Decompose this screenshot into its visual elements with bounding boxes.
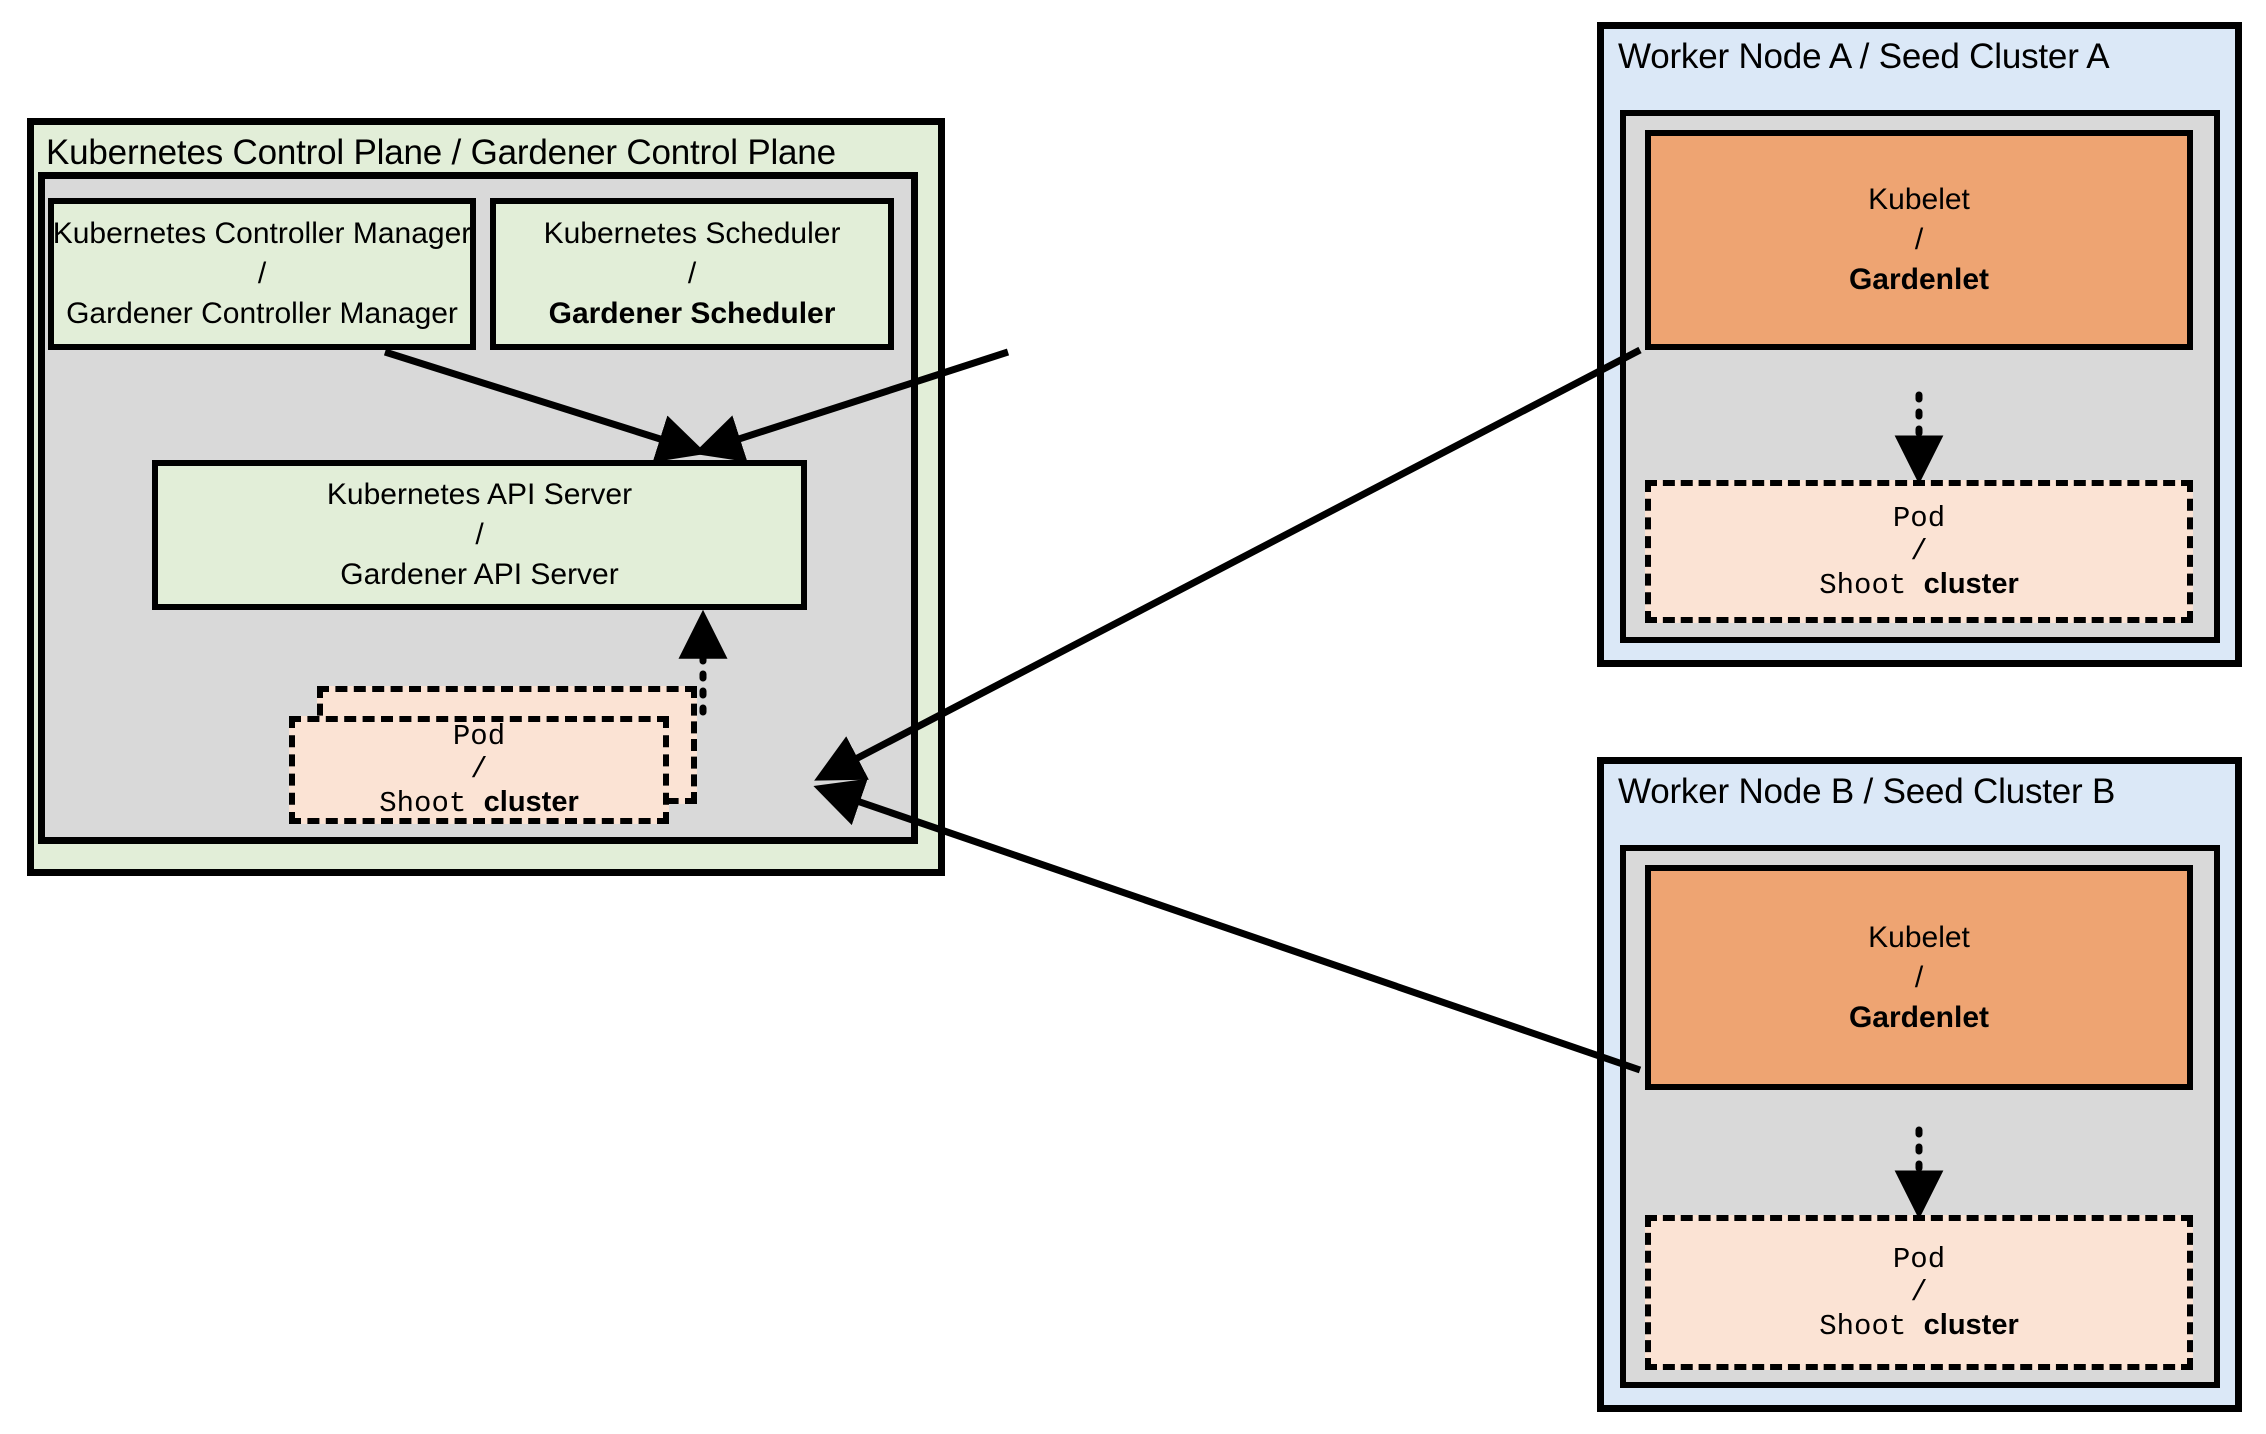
worker-node-a-pod-line1: Pod [1892, 501, 1946, 535]
controller-manager-separator: / [257, 257, 267, 290]
worker-node-b-kubelet-line1: Kubelet [1868, 920, 1970, 954]
scheduler-line1: Kubernetes Scheduler [543, 217, 841, 250]
worker-node-b-pod-box[interactable]: Pod / Shoot cluster [1645, 1215, 2193, 1370]
scheduler-separator: / [687, 257, 697, 290]
control-plane-pod-cluster-text: cluster [483, 786, 579, 818]
arrow-worker-node-b-gardenlet-to-api-server [813, 778, 1642, 1074]
controller-manager-line2: Gardener Controller Manager [66, 297, 458, 330]
worker-node-b-pod-line2: Shoot cluster [1819, 1309, 2019, 1343]
worker-node-b-pod-line1: Pod [1892, 1242, 1946, 1276]
arrow-worker-node-a-gardenlet-to-api-server [814, 346, 1642, 781]
control-plane-pod-line1: Pod [452, 720, 506, 753]
worker-node-a-pod-shoot-text: Shoot [1819, 568, 1924, 602]
worker-node-b-pod-shoot-text: Shoot [1819, 1309, 1924, 1343]
api-server-line2: Gardener API Server [340, 558, 619, 591]
control-plane-pod-box[interactable]: Pod / Shoot cluster [289, 716, 669, 824]
kubernetes-controller-manager-box[interactable]: Kubernetes Controller Manager / Gardener… [48, 198, 476, 350]
control-plane-title: Kubernetes Control Plane / Gardener Cont… [46, 133, 836, 172]
control-plane-pod-separator: / [470, 753, 488, 786]
control-plane-pod-line2: Shoot cluster [379, 786, 579, 820]
worker-node-b-title: Worker Node B / Seed Cluster B [1618, 772, 2116, 811]
worker-node-a-pod-cluster-text: cluster [1923, 567, 2019, 600]
worker-node-a-kubelet-box[interactable]: Kubelet / Gardenlet [1645, 130, 2193, 350]
controller-manager-line1: Kubernetes Controller Manager [52, 217, 472, 250]
api-server-separator: / [475, 518, 484, 551]
worker-node-b-pod-cluster-text: cluster [1923, 1308, 2019, 1341]
worker-node-a-pod-line2: Shoot cluster [1819, 568, 2019, 602]
scheduler-line2: Gardener Scheduler [548, 297, 836, 330]
worker-node-b-kubelet-separator: / [1914, 960, 1924, 994]
control-plane-pod-shoot-text: Shoot [379, 787, 484, 820]
worker-node-a-pod-box[interactable]: Pod / Shoot cluster [1645, 480, 2193, 623]
api-server-line1: Kubernetes API Server [326, 478, 633, 511]
worker-node-b-kubelet-box[interactable]: Kubelet / Gardenlet [1645, 865, 2193, 1090]
worker-node-a-kubelet-line1: Kubelet [1868, 183, 1970, 216]
worker-node-b-pod-separator: / [1910, 1275, 1928, 1309]
worker-node-b-gardenlet-label: Gardenlet [1848, 1000, 1990, 1034]
kubernetes-scheduler-box[interactable]: Kubernetes Scheduler / Gardener Schedule… [490, 198, 894, 350]
worker-node-a-title: Worker Node A / Seed Cluster A [1618, 37, 2110, 76]
worker-node-a-gardenlet-label: Gardenlet [1848, 263, 1990, 296]
worker-node-a-pod-separator: / [1910, 534, 1928, 568]
kubernetes-api-server-box[interactable]: Kubernetes API Server / Gardener API Ser… [152, 460, 807, 610]
worker-node-a-kubelet-separator: / [1914, 223, 1924, 256]
